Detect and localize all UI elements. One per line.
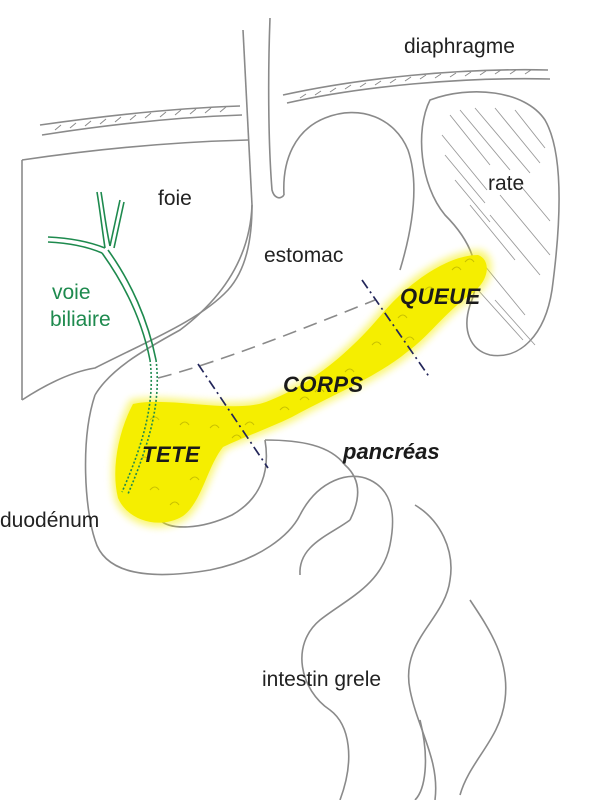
label-pancreas-tail: QUEUE [400, 284, 481, 309]
spleen-shape [420, 91, 560, 357]
divider-head-body [197, 363, 269, 469]
liver-shape [21, 139, 253, 401]
label-bile-duct-line1: voie [52, 281, 91, 304]
bile-duct-shape [47, 191, 159, 495]
label-bile-duct-line2: biliaire [50, 308, 111, 331]
label-pancreas: pancréas [343, 439, 440, 464]
label-spleen: rate [488, 172, 525, 195]
label-diaphragm: diaphragme [404, 35, 515, 58]
label-pancreas-body: CORPS [283, 372, 364, 397]
stomach-shape [94, 111, 415, 396]
label-small-intestine: intestin grele [262, 668, 382, 691]
pancreas-shape [112, 250, 492, 528]
diaphragm-left-shape [39, 105, 243, 136]
small-intestine-shape [264, 439, 507, 800]
label-pancreas-head: TETE [142, 442, 201, 467]
segment-dividers [197, 279, 431, 469]
esophagus-shape [242, 17, 285, 206]
diaphragm-shape [282, 68, 551, 104]
label-stomach: estomac [264, 244, 344, 267]
label-liver: foie [158, 187, 192, 210]
label-duodenum: duodénum [0, 509, 100, 532]
